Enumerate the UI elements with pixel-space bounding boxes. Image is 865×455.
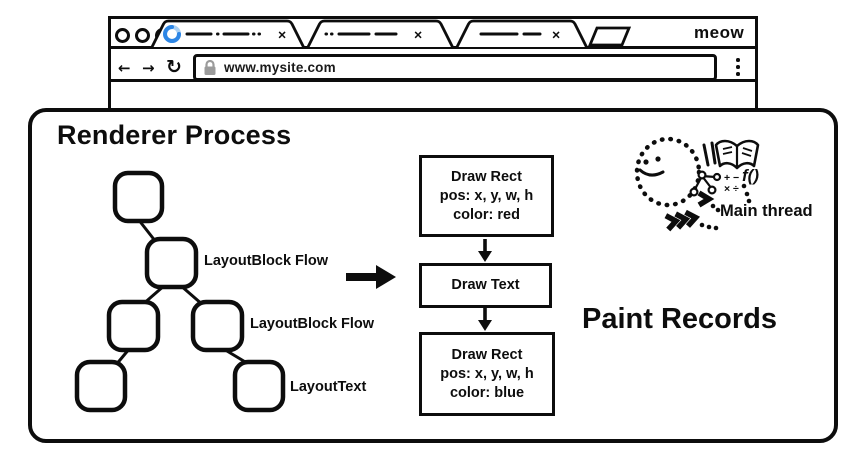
new-tab-button[interactable] (587, 26, 632, 47)
math-icon: + − (724, 172, 739, 184)
brand-label: meow (694, 23, 745, 42)
tree-node-label: LayoutBlock Flow (250, 316, 375, 332)
tab-close-icon[interactable]: × (414, 27, 422, 43)
paint-record-line: pos: x, y, w, h (440, 365, 534, 382)
transform-arrow-icon (346, 265, 396, 289)
reload-button[interactable]: ↻ (166, 56, 182, 78)
down-arrow-icon (478, 308, 492, 331)
paint-records-heading: Paint Records (582, 303, 777, 335)
down-arrow-icon (478, 239, 492, 262)
tab-close-icon[interactable]: × (552, 27, 560, 43)
layout-tree (74, 170, 286, 413)
layout-node (112, 170, 165, 224)
main-thread-doodle: + − × ÷ f() (634, 136, 760, 232)
layout-node (74, 359, 128, 413)
layout-node (106, 299, 161, 353)
layout-node (232, 359, 286, 413)
lock-icon (204, 59, 216, 75)
back-button[interactable]: ← (118, 59, 131, 77)
address-bar[interactable]: www.mysite.com (193, 54, 717, 81)
paint-record-line: Draw Rect (451, 168, 522, 185)
tab-strip: × × × (150, 19, 632, 48)
panel-title: Renderer Process (57, 120, 292, 150)
window-button-icon[interactable] (135, 28, 150, 43)
math-icon: × ÷ (724, 183, 739, 195)
chevron-right-icon (697, 190, 715, 208)
layout-node (190, 299, 245, 353)
pencil-icon (702, 141, 717, 167)
paint-record-box: Draw Rect pos: x, y, w, h color: blue (419, 332, 555, 416)
layout-node (144, 236, 199, 290)
smiley-face-icon (638, 156, 665, 177)
paint-record-line: Draw Text (451, 277, 520, 293)
tab-3[interactable] (455, 19, 588, 48)
loading-spinner-icon (163, 25, 181, 43)
tree-node-label: LayoutBlock Flow (204, 253, 329, 269)
tab-close-icon[interactable]: × (278, 27, 286, 43)
chevrons-right-icon (664, 209, 701, 232)
paint-record-line: color: blue (449, 384, 525, 401)
window-button-icon[interactable] (115, 28, 130, 43)
function-icon: f() (742, 166, 759, 185)
forward-button[interactable]: → (142, 59, 155, 77)
paint-record-line: color: red (453, 206, 520, 223)
dom-tree-icon (689, 170, 722, 197)
paint-record-line: pos: x, y, w, h (439, 187, 534, 204)
paint-record-box: Draw Text (419, 263, 552, 308)
url-text: www.mysite.com (224, 60, 336, 75)
dot-trail-icon (699, 183, 752, 231)
paint-record-box: Draw Rect pos: x, y, w, h color: red (419, 155, 554, 237)
main-thread-label: Main thread (720, 202, 813, 220)
dotted-bubble-icon (634, 136, 702, 208)
tree-node-label: LayoutText (290, 379, 367, 395)
tabbar-divider (111, 46, 755, 49)
menu-kebab-icon[interactable] (736, 58, 740, 76)
paint-record-line: Draw Rect (451, 346, 523, 363)
book-icon (714, 139, 760, 170)
